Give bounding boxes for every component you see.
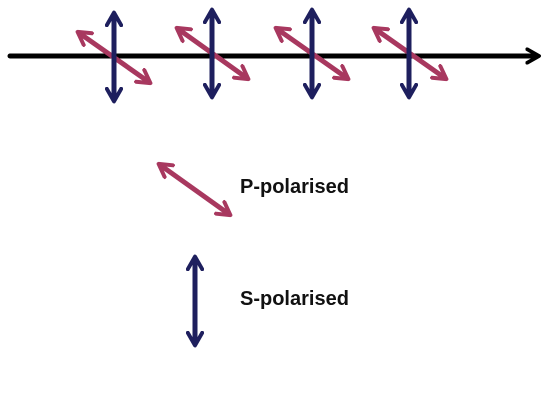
polarisation-pair-3 xyxy=(280,15,344,92)
s-polarised-label: S-polarised xyxy=(240,288,349,310)
p-polarised-label: P-polarised xyxy=(240,176,349,198)
polarisation-pair-4 xyxy=(378,15,442,92)
polarisation-pair-1 xyxy=(82,18,146,96)
polarisation-pair-2 xyxy=(181,15,244,92)
legend-p-polarised-arrow xyxy=(163,167,226,212)
